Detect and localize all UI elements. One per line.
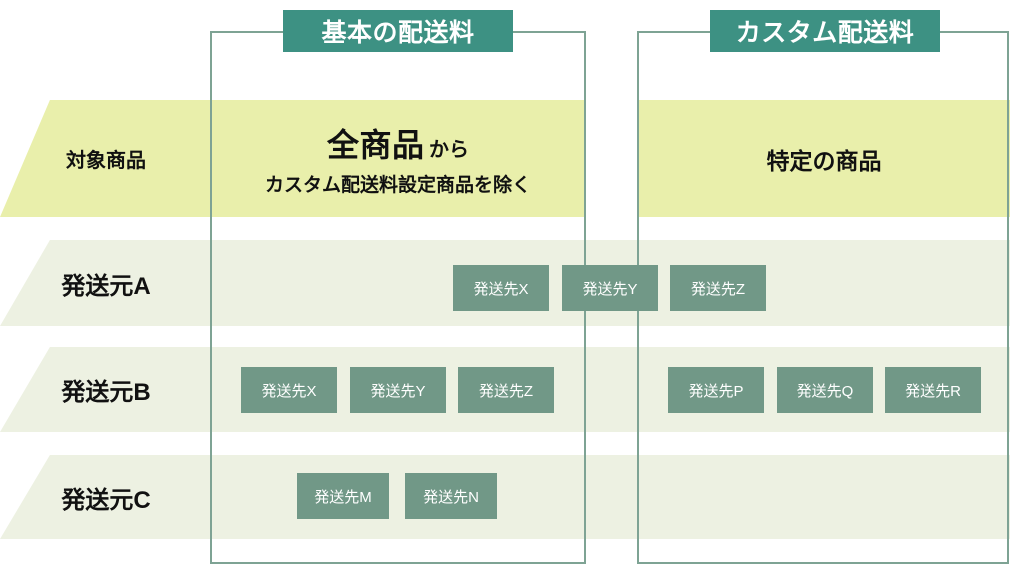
row-source-b: 発送元B 発送先X 発送先Y 発送先Z 発送先P 発送先Q 発送先R <box>0 347 1024 432</box>
chip-destination[interactable]: 発送先Y <box>350 367 446 413</box>
basic-target-main-emphasis: 全商品 <box>327 127 425 163</box>
row-label-source-b: 発送元B <box>61 379 151 406</box>
row-band-custom-segment <box>637 100 1010 217</box>
row-label-target-products: 対象商品 <box>66 150 146 172</box>
header-pill-custom-shipping[interactable]: カスタム配送料 <box>710 10 940 52</box>
row-target-products: 対象商品 全商品 から カスタム配送料設定商品を除く 特定の商品 <box>0 100 1024 217</box>
chip-destination[interactable]: 発送先Q <box>777 367 873 413</box>
row-band-basic-segment <box>77 100 586 217</box>
chip-destination[interactable]: 発送先Z <box>458 367 554 413</box>
custom-target-main-line: 特定の商品 <box>766 147 882 174</box>
chip-destination[interactable]: 発送先R <box>885 367 981 413</box>
cell-custom-target-products: 特定の商品 <box>638 100 1010 217</box>
cell-basic-target-products: 全商品 から カスタム配送料設定商品を除く <box>212 100 584 217</box>
basic-target-main-line: 全商品 から <box>327 120 469 166</box>
chip-destination[interactable]: 発送先X <box>241 367 337 413</box>
row-band-full-segment <box>77 455 1010 539</box>
chip-destination[interactable]: 発送先X <box>453 265 549 311</box>
row-label-source-a: 発送元A <box>61 272 151 300</box>
chip-destination[interactable]: 発送先M <box>297 473 389 519</box>
row-source-c: 発送元C 発送先M 発送先N <box>0 455 1024 539</box>
header-pill-basic-shipping[interactable]: 基本の配送料 <box>283 10 513 52</box>
row-source-a: 発送元A 発送先X 発送先Y 発送先Z <box>0 240 1024 326</box>
chip-destination[interactable]: 発送先P <box>668 367 764 413</box>
chip-destination[interactable]: 発送先Y <box>562 265 658 311</box>
row-label-source-c: 発送元C <box>61 486 151 514</box>
chip-destination[interactable]: 発送先N <box>405 473 497 519</box>
chip-destination[interactable]: 発送先Z <box>670 265 766 311</box>
basic-target-sub-line: カスタム配送料設定商品を除く <box>264 175 531 196</box>
basic-target-main-suffix: から <box>428 139 469 161</box>
